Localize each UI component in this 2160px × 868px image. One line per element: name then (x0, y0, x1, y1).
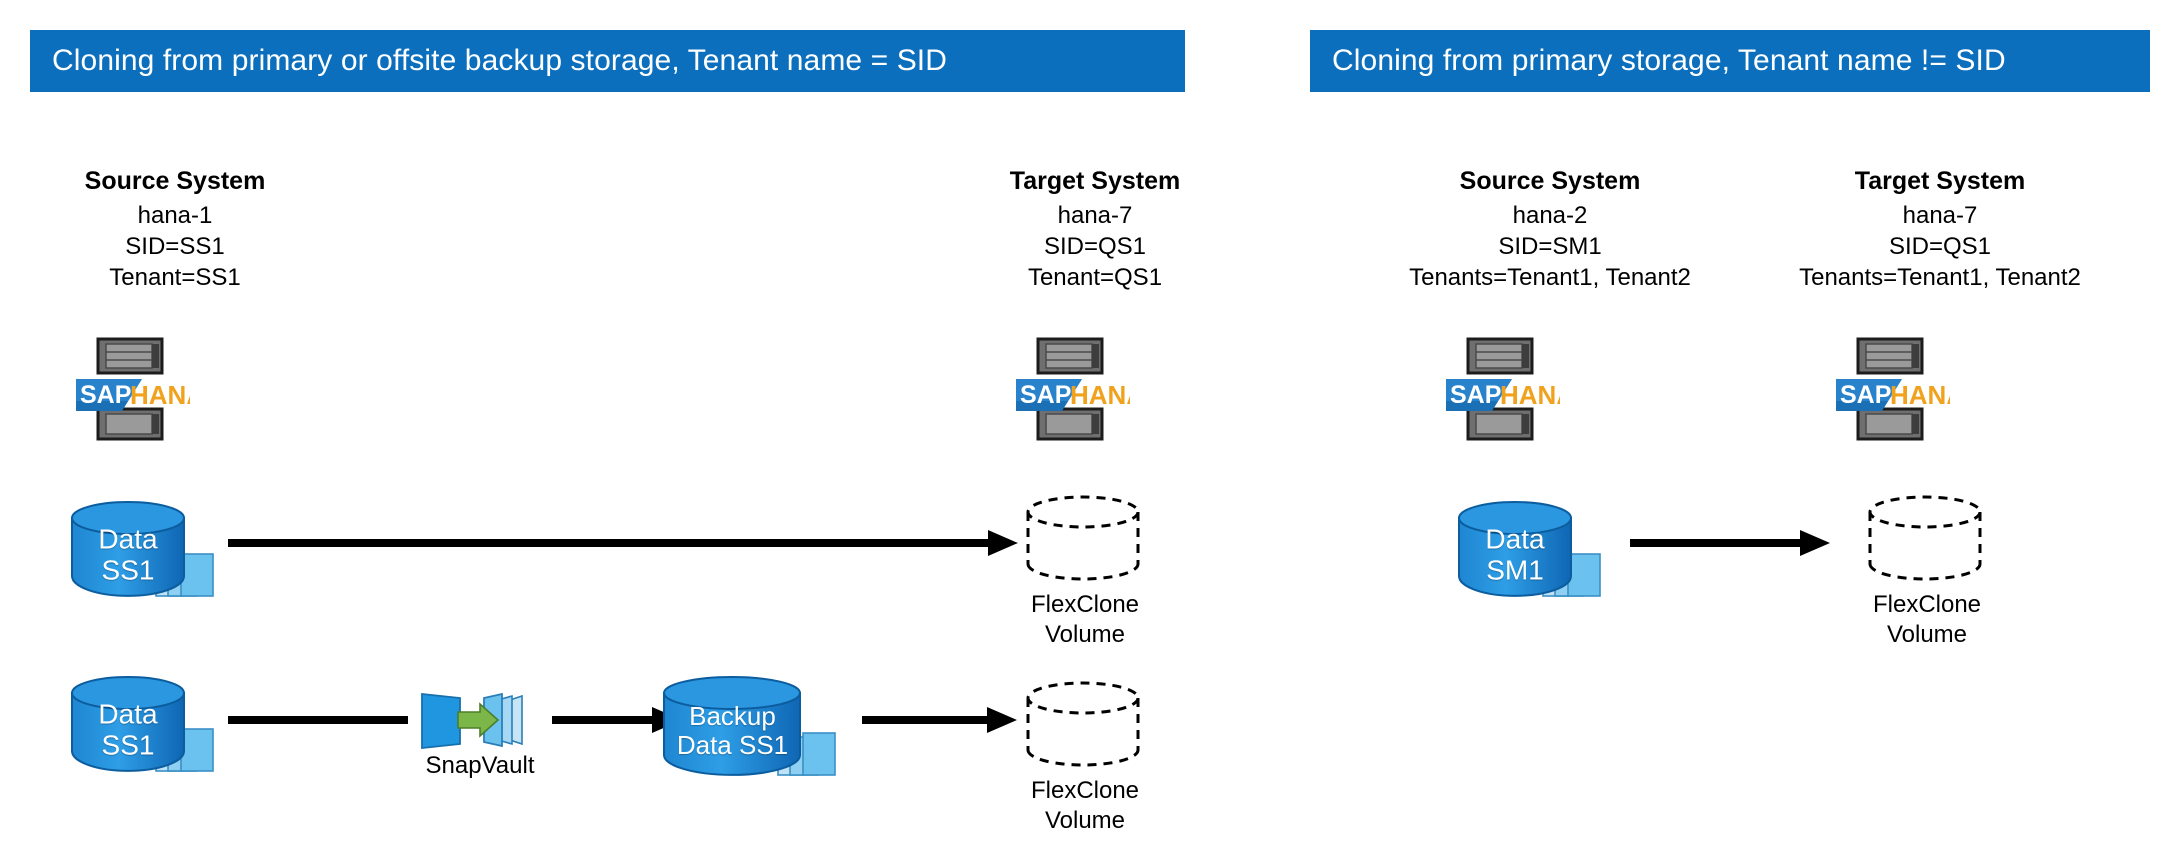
right-flow1-arrow (1630, 528, 1830, 558)
left-flow1-flexclone-line2: Volume (1044, 621, 1126, 648)
svg-text:HANA: HANA (1890, 380, 1950, 410)
left-flow2-snapvault: SnapVault (400, 690, 560, 779)
svg-text:SAP: SAP (1450, 381, 1501, 409)
left-flow2-backup-volume: Backup Data SS1 (660, 675, 860, 790)
svg-text:SAP: SAP (1840, 381, 1891, 409)
right-source-system-tenants: Tenants=Tenant1, Tenant2 (1409, 263, 1691, 291)
left-flow2-arrow-to-snapvault (228, 705, 408, 735)
right-source-system-sid: SID=SM1 (1498, 232, 1602, 260)
left-flow2-target-flexclone-volume: FlexClone Volume (1020, 678, 1150, 834)
right-source-sap-hana-server-icon: SAP HANA (1440, 335, 1575, 445)
right-flow1-flexclone-line1: FlexClone (1872, 591, 1982, 618)
right-target-system-title: Target System (1854, 167, 2026, 195)
right-target-sap-hana-server-icon: SAP HANA (1830, 335, 1965, 445)
left-flow1-target-flexclone-volume: FlexClone Volume (1020, 492, 1150, 648)
left-flow2-snapvault-label: SnapVault (425, 752, 535, 779)
banner-left-title: Cloning from primary or offsite backup s… (30, 30, 1185, 92)
left-flow2-arrow-to-flexclone (862, 705, 1017, 735)
svg-text:SAP: SAP (80, 381, 131, 409)
left-target-system-sid: SID=QS1 (1043, 232, 1147, 260)
left-target-system-tenant: Tenant=QS1 (1027, 263, 1163, 291)
right-flow1-target-flexclone-volume: FlexClone Volume (1862, 492, 1992, 648)
left-source-system-title: Source System (84, 167, 266, 195)
right-target-system-sid: SID=QS1 (1888, 232, 1992, 260)
snapvault-icon (421, 692, 523, 749)
left-source-sap-hana-server-icon: SAP HANA (70, 335, 205, 445)
left-flow2-flexclone-line2: Volume (1044, 807, 1126, 834)
left-source-system-tenant: Tenant=SS1 (109, 263, 241, 291)
svg-text:HANA: HANA (1070, 380, 1130, 410)
left-target-system-title: Target System (1009, 167, 1181, 195)
left-source-system-host: hana-1 (137, 201, 213, 229)
svg-text:HANA: HANA (130, 380, 190, 410)
left-source-system-sid: SID=SS1 (125, 232, 225, 260)
left-target-system-host: hana-7 (1057, 201, 1133, 229)
left-source-system-label: Source System hana-1 SID=SS1 Tenant=SS1 (30, 165, 320, 293)
left-target-system-label: Target System hana-7 SID=QS1 Tenant=QS1 (950, 165, 1240, 293)
left-flow1-source-volume: Data SS1 (68, 500, 238, 610)
banner-right-title: Cloning from primary storage, Tenant nam… (1310, 30, 2150, 92)
left-flow2-flexclone-caption: FlexClone Volume (1031, 776, 1139, 836)
right-source-system-host: hana-2 (1512, 201, 1588, 229)
right-target-system-label: Target System hana-7 SID=QS1 Tenants=Ten… (1770, 165, 2110, 293)
right-target-system-tenants: Tenants=Tenant1, Tenant2 (1799, 263, 2081, 291)
svg-text:SAP: SAP (1020, 381, 1071, 409)
right-flow1-flexclone-line2: Volume (1886, 621, 1968, 648)
svg-text:HANA: HANA (1500, 380, 1560, 410)
right-source-system-title: Source System (1459, 167, 1641, 195)
left-flow2-source-volume: Data SS1 (68, 675, 238, 785)
right-target-system-host: hana-7 (1902, 201, 1978, 229)
left-flow1-flexclone-line1: FlexClone (1030, 591, 1140, 618)
left-flow1-arrow (228, 528, 1018, 558)
right-flow1-source-volume: Data SM1 (1455, 500, 1625, 610)
left-target-sap-hana-server-icon: SAP HANA (1010, 335, 1145, 445)
left-flow2-flexclone-line1: FlexClone (1030, 777, 1140, 804)
right-flow1-flexclone-caption: FlexClone Volume (1873, 590, 1981, 650)
right-source-system-label: Source System hana-2 SID=SM1 Tenants=Ten… (1380, 165, 1720, 293)
left-flow1-flexclone-caption: FlexClone Volume (1031, 590, 1139, 650)
